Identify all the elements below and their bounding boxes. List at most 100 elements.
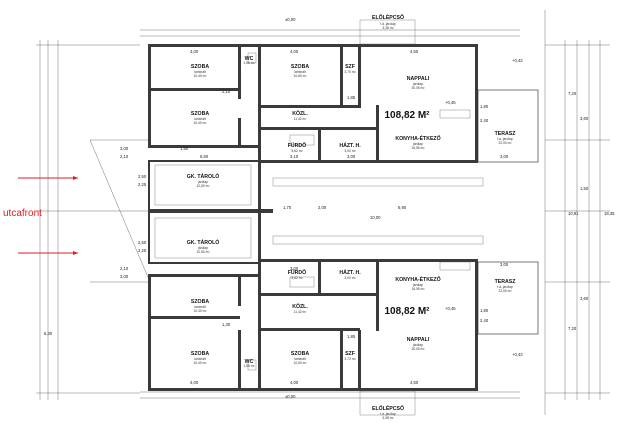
room-size: 3,38 m²: [382, 26, 394, 30]
room-name: SZOBA: [191, 299, 209, 305]
level-text: +0,45: [445, 306, 456, 311]
room-size: 30,05 m²: [411, 86, 425, 90]
dim-text: 1,80: [480, 104, 489, 109]
dim-text: 7,20: [568, 91, 577, 96]
street-arrows: [18, 176, 78, 255]
dim-text: 2,50: [138, 240, 147, 245]
room-size: 3,70 m²: [344, 70, 356, 74]
room-size: 5,62 m²: [291, 276, 303, 280]
room-size: 1,56 m²: [243, 61, 255, 65]
room-size: 10,40 m²: [193, 309, 207, 313]
dim-text: 7,20: [568, 326, 577, 331]
room-size: 3,70 m²: [344, 357, 356, 361]
dim-text: 4,00: [190, 380, 199, 385]
right-dimension-lines: [545, 40, 610, 400]
room-name: SZF: [345, 64, 355, 70]
dim-text: 1,70: [283, 205, 292, 210]
dim-text: 4,00: [290, 380, 299, 385]
dim-text: 1,80: [480, 308, 489, 313]
dim-text: 3,00: [500, 262, 509, 267]
room-size: 11,42 m²: [294, 310, 308, 314]
room-size: 3,38 m²: [382, 416, 394, 420]
room-name: ELŐLÉPCSŐ: [372, 404, 404, 412]
unit-1-walls: [148, 44, 478, 212]
room-size: 10,50 m²: [196, 184, 210, 188]
dim-text: 4,50: [410, 49, 419, 54]
dim-text: 3,00: [500, 154, 509, 159]
room-name: KÖZL.: [292, 303, 308, 310]
room-floor: f.á. járólap: [497, 137, 513, 141]
dim-text: 4,00: [290, 49, 299, 54]
room-size: 3,00 m²: [344, 149, 356, 153]
room-name: SZF: [345, 351, 355, 357]
room-name: SZOBA: [291, 351, 309, 357]
room-floor: laminált: [294, 357, 305, 361]
room-name: HÁZT. H.: [339, 142, 361, 149]
room-name: SZOBA: [191, 351, 209, 357]
room-floor: laminált: [194, 357, 205, 361]
dim-text: 1,50: [580, 186, 589, 191]
unit-2-walls: [148, 212, 478, 391]
room-name: TERASZ: [495, 131, 517, 137]
room-name: SZOBA: [191, 64, 209, 70]
room-name: FÜRDŐ: [288, 269, 306, 276]
dim-text: 2,00: [318, 205, 327, 210]
room-size: 10,40 m²: [193, 361, 207, 365]
room-name: SZOBA: [191, 111, 209, 117]
level-text: +0,43: [512, 58, 523, 63]
dim-text: 3,60: [580, 116, 589, 121]
level-text: +0,43: [512, 352, 523, 357]
room-floor: f.á. járólap: [380, 22, 396, 26]
unit-2-area: 108,82 M²: [384, 306, 430, 317]
dim-text: 3,00: [120, 146, 129, 151]
dim-text: 18,35: [604, 211, 615, 216]
dim-text: 6,90: [398, 205, 407, 210]
room-floor: laminált: [294, 70, 305, 74]
dim-text: 4,00: [190, 49, 199, 54]
room-size: 10,40 m²: [193, 74, 207, 78]
room-floor: laminált: [194, 70, 205, 74]
dim-text: 5,30: [44, 331, 53, 336]
dim-text: 3,00: [290, 266, 299, 271]
dim-text: 10,91: [568, 211, 579, 216]
room-name: HÁZT. H.: [339, 269, 361, 276]
dim-text: 1,85: [347, 334, 356, 339]
room-floor: f.á. járólap: [497, 285, 513, 289]
street-front-label: utcafront: [3, 208, 42, 219]
dim-text: 1,30: [222, 322, 231, 327]
room-name: TERASZ: [495, 279, 517, 285]
room-name: SZOBA: [291, 64, 309, 70]
room-size: 5,62 m²: [291, 149, 303, 153]
terrace-outlines: [272, 19, 539, 416]
room-floor: laminált: [194, 117, 205, 121]
room-size: 16,55 m²: [411, 287, 425, 291]
dim-text: 2,40: [480, 118, 489, 123]
fixtures: [154, 52, 471, 371]
left-dimension-lines: [36, 40, 151, 400]
level-text: ±0,00: [285, 17, 296, 22]
room-size: 10,50 m²: [196, 250, 210, 254]
room-floor: laminált: [194, 305, 205, 309]
room-name: FÜRDŐ: [288, 142, 306, 149]
room-size: 11,42 m²: [294, 117, 308, 121]
dim-text: 4,50: [410, 380, 419, 385]
room-size: 22,00 m²: [498, 141, 512, 145]
top-bottom-dimension-lines: [140, 10, 546, 415]
dim-text: 1,50: [180, 146, 189, 151]
room-size: 10,40 m²: [193, 121, 207, 125]
room-name: KONYHA-ÉTKEZŐ: [395, 275, 440, 283]
room-floor: járólap: [412, 343, 423, 347]
unit-1-labels: 108,82 M² NAPPALI járólap 30,05 m² KONYH…: [187, 13, 516, 188]
room-size: 10,60 m²: [293, 361, 307, 365]
level-text: +0,45: [445, 100, 456, 105]
room-name: KÖZL.: [292, 110, 308, 117]
room-size: 1,56 m²: [243, 364, 255, 368]
room-floor: járólap: [197, 246, 208, 250]
room-name: KONYHA-ÉTKEZŐ: [395, 134, 440, 142]
dim-text: 2,25: [138, 248, 147, 253]
dim-text: 2,25: [138, 182, 147, 187]
room-floor: járólap: [412, 82, 423, 86]
dim-text: 5,50: [200, 154, 209, 159]
dim-text: 2,10: [120, 266, 129, 271]
room-size: 22,00 m²: [498, 289, 512, 293]
